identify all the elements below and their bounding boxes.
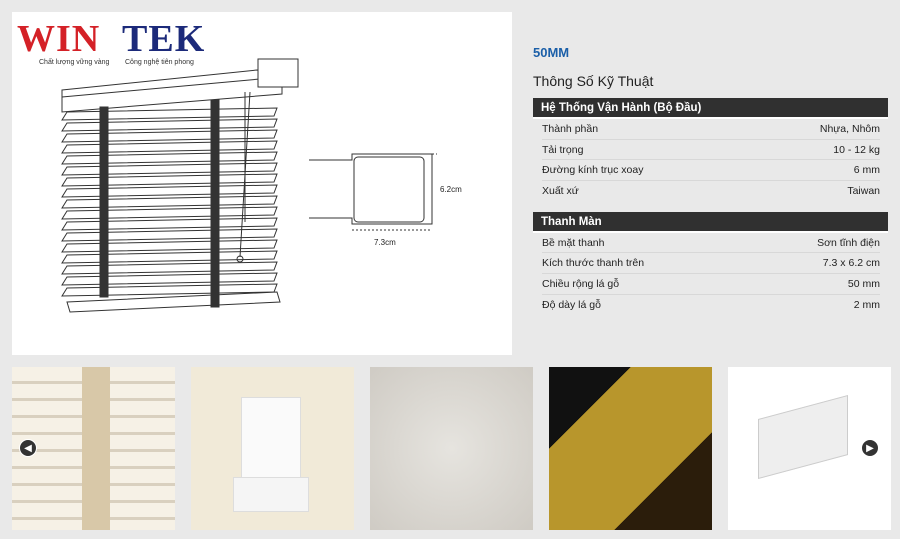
thumbnail-2-bracket[interactable] (191, 367, 354, 530)
spec-label: Xuất xứ (542, 185, 579, 198)
product-image-panel: WIN TEK Chất lượng vững vàng Công nghệ t… (12, 12, 512, 355)
spec-row: Xuất xứ Taiwan (542, 181, 880, 202)
slat (61, 283, 278, 297)
spec-title: Thông Số Kỹ Thuật (533, 73, 654, 89)
spec-label: Tải trọng (542, 143, 584, 156)
logo-tagline-right: Công nghệ tiên phong (125, 59, 194, 66)
slat (61, 140, 278, 154)
spec-row: Chiều rộng lá gỗ 50 mm (542, 274, 880, 295)
wintek-logo: WIN TEK Chất lượng vững vàng Công nghệ t… (17, 17, 207, 72)
spec-section-heading: Thanh Màn (533, 211, 888, 233)
chevron-right-icon: ▶ (866, 443, 874, 454)
bracket-base (233, 477, 309, 512)
spec-value: 50 mm (847, 278, 880, 291)
slat (61, 217, 278, 231)
spec-value: Sơn tĩnh điện (817, 236, 880, 249)
spec-panel: 50MM Thông Số Kỹ Thuật Hệ Thống Vận Hành… (533, 45, 888, 316)
model-label: 50MM (533, 45, 570, 60)
slat (61, 151, 278, 165)
height-dimension-label: 6.2cm (440, 185, 462, 194)
slat (61, 206, 278, 220)
spec-value: Nhựa, Nhôm (819, 123, 880, 135)
spec-label: Chiều rộng lá gỗ (542, 278, 620, 291)
carousel-prev-button[interactable]: ◀ (19, 439, 37, 457)
slat (61, 195, 278, 209)
logo-tagline-left: Chất lượng vững vàng (39, 59, 110, 66)
slat (61, 239, 278, 253)
spec-value: 10 - 12 kg (833, 143, 880, 156)
slat (61, 118, 278, 132)
spec-label: Đường kính trục xoay (542, 164, 644, 177)
thumbnail-3-clear-parts[interactable] (370, 367, 533, 530)
slat (61, 250, 278, 264)
slat (61, 129, 278, 143)
logo-text-tek: TEK (122, 18, 206, 60)
width-dimension-label: 7.3cm (374, 238, 396, 247)
bracket-shape (241, 397, 301, 482)
spec-row: Thành phần Nhựa, Nhôm (542, 119, 880, 140)
spec-value: 6 mm (853, 164, 880, 177)
blind-diagram (61, 58, 437, 313)
slat (61, 228, 278, 242)
spec-value: 7.3 x 6.2 cm (822, 257, 880, 270)
spec-value: Taiwan (847, 185, 880, 198)
bottom-rail (66, 291, 281, 313)
slat (61, 184, 278, 198)
slat (61, 162, 278, 176)
spec-row: Bề mặt thanh Sơn tĩnh điện (542, 233, 880, 254)
slat (61, 261, 278, 275)
slat (61, 173, 278, 187)
slat (61, 107, 278, 121)
logo-text-win: WIN (17, 18, 101, 60)
thumbnail-4-headrail[interactable] (549, 367, 712, 530)
bracket-shape (758, 394, 848, 480)
spec-row: Độ dày lá gỗ 2 mm (542, 295, 880, 316)
slat (61, 272, 278, 286)
spec-label: Bề mặt thanh (542, 236, 605, 249)
spec-section-heading: Hệ Thống Vận Hành (Bộ Đầu) (533, 98, 888, 119)
spec-row: Kích thước thanh trên 7.3 x 6.2 cm (542, 253, 880, 275)
spec-label: Độ dày lá gỗ (542, 298, 601, 311)
thumbnail-1-wood-slats[interactable] (12, 367, 175, 530)
carousel-next-button[interactable]: ▶ (861, 439, 879, 457)
spec-value: 2 mm (853, 298, 880, 311)
chevron-left-icon: ◀ (24, 443, 32, 454)
spec-row: Đường kính trục xoay 6 mm (542, 160, 880, 182)
spec-label: Thành phần (542, 123, 599, 135)
spec-row: Tải trọng 10 - 12 kg (542, 140, 880, 161)
spec-label: Kích thước thanh trên (542, 257, 645, 270)
ladder-tape (82, 367, 110, 530)
